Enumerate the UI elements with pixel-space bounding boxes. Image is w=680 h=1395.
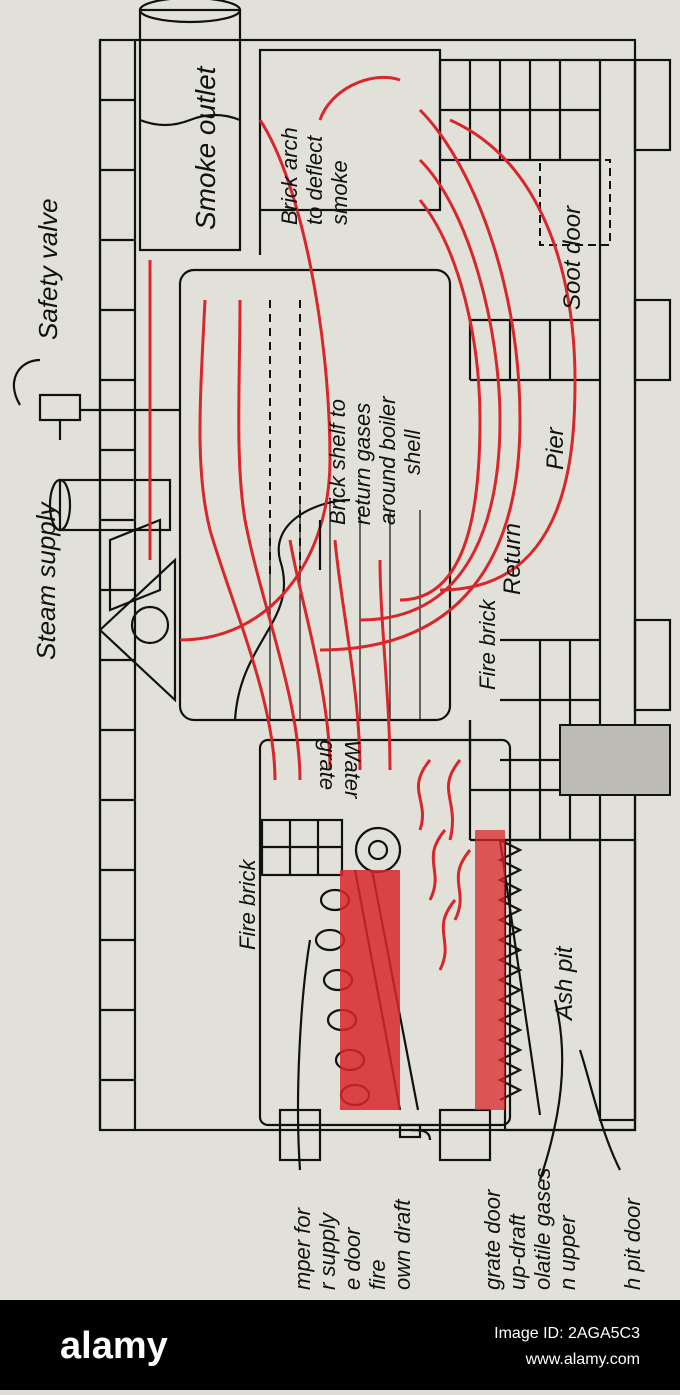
boiler-diagram: Steam supply Safety valve Smoke outlet B… [12,0,672,1290]
flame-lick-5 [438,899,457,971]
gas-flow-5 [378,559,392,771]
label-edge-3: e door [340,1226,365,1290]
labels: Steam supply Safety valve Smoke outlet B… [31,65,645,1290]
boiler-diagram-svg: Steam supply Safety valve Smoke outlet B… [12,0,672,1290]
label-brick-shelf-3: around boiler [375,395,400,525]
flame-lick-4 [453,849,472,921]
label-edge-4: fire [365,1259,390,1290]
gas-flow-4 [333,539,362,771]
label-edge-6: grate door [480,1188,505,1290]
label-pier: Pier [542,426,569,470]
water-line [233,498,351,721]
water-grate-drum [354,826,402,874]
label-ash-pit: Ash pit [551,945,578,1022]
label-fire-brick-left: Fire brick [235,859,260,950]
image-id: Image ID: 2AGA5C3 [494,1325,640,1342]
gas-flow-2 [237,299,302,781]
label-return: Return [499,523,526,595]
label-brick-arch-1: Brick arch [277,127,302,225]
brick-arch [258,48,442,212]
pier-lower [633,618,672,712]
gas-flow-1 [198,299,277,781]
boiler-shell [178,268,452,722]
flame-lick-1 [417,759,432,831]
brick-setting [98,38,672,1132]
boiler-body [178,268,452,722]
label-grate: grate [315,740,340,790]
leader-damper [296,939,312,1171]
leader-down-draft [409,1128,432,1141]
return-loop-4 [399,199,482,602]
label-brick-shelf-1: Brick shelf to [325,399,350,525]
label-smoke-outlet: Smoke outlet [190,65,221,230]
leader-lines [12,210,621,1181]
footer-svg: alamy Image ID: 2AGA5C3 www.alamy.com [60,1325,640,1368]
front-doors [278,1108,492,1162]
label-brick-arch-3: smoke [327,160,352,225]
lower-fire [475,830,505,1110]
lower-grate-bars [497,839,523,1101]
left-wall-bricks [100,98,135,1082]
flame-lick-3 [428,829,447,901]
label-edge-2: r supply [315,1211,340,1290]
label-edge-9: n upper [555,1214,580,1290]
label-water: Water [340,740,365,800]
label-safety-valve: Safety valve [33,198,63,340]
leader-upper-gases [538,999,564,1181]
return-loop-5 [439,118,577,592]
smoke-outlet [138,0,442,252]
flow-top [318,75,401,121]
label-edge-8: olatile gases [530,1168,555,1290]
site-url: www.alamy.com [525,1351,640,1368]
alamy-logo: alamy [60,1325,168,1367]
watermark-footer: alamy Image ID: 2AGA5C3 www.alamy.com [0,1300,680,1390]
firebox-outline [258,738,512,1127]
label-edge-10: h pit door [620,1197,645,1290]
right-wall [598,58,637,1122]
label-soot-door: Soot door [559,205,586,310]
flame-lick-2 [446,759,462,841]
label-steam-supply: Steam supply [31,500,61,660]
flame-and-gas-flow [148,75,577,1110]
return-loop-1 [179,119,332,642]
pier-middle [633,298,672,382]
label-edge-7: up-draft [505,1213,530,1290]
label-brick-arch-2: to deflect [302,135,327,225]
label-brick-shelf-2: return gases [350,403,375,525]
label-edge-1: mper for [290,1206,315,1290]
burning-fuel [340,870,400,1110]
return-loop-2 [319,108,522,652]
leader-ash-pit-door [578,1049,621,1171]
label-edge-5: own draft [390,1199,415,1290]
brick-shelf-dashes [269,300,301,580]
gas-flow-3 [288,539,332,771]
leader-safety-valve [12,358,41,406]
safety-valve [38,393,180,440]
foundation-hatch [559,724,671,796]
label-brick-shelf-4: shell [400,429,425,475]
pier-top [633,58,672,152]
label-fire-brick-right: Fire brick [475,599,500,690]
steam-supply-pipe [48,478,177,703]
soot-door [539,159,611,246]
fire-brick-left-block [260,818,344,877]
